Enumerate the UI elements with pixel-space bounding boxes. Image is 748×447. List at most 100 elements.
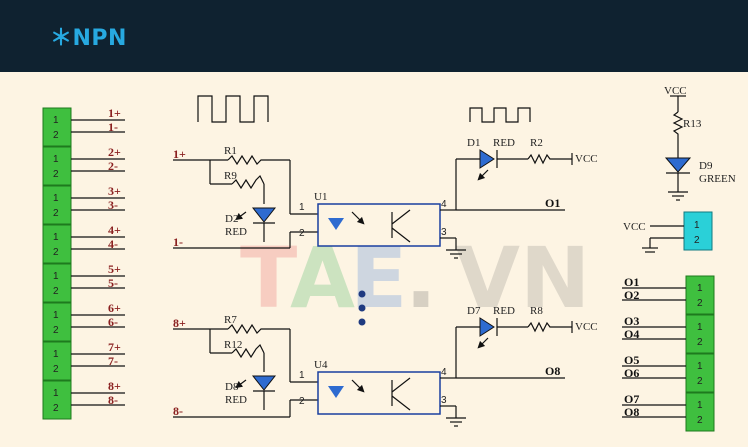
led-symbol: [251, 375, 277, 391]
output-resistor-label: R8: [530, 305, 543, 317]
resistor-label: R1: [224, 145, 237, 157]
resistor-label: R13: [683, 118, 702, 130]
pin-label: O2: [624, 288, 639, 302]
input-minus-label: 8-: [173, 404, 183, 418]
pin-num: 1: [53, 154, 59, 165]
left-connector-column: 1 2 1+ 1- 1 2 2+ 2- 1 2 3+ 3- 1 2: [42, 106, 125, 420]
pin-num: 1: [53, 232, 59, 243]
right-connector: 1 2 O7 O8: [622, 392, 715, 432]
pin-num: 1: [53, 193, 59, 204]
pin-num: 2: [694, 235, 700, 246]
left-connector: 1 2 6+ 6-: [42, 301, 125, 342]
pin-num: 1: [697, 322, 703, 333]
resistor-symbol: [527, 321, 572, 333]
led-color-label: GREEN: [699, 173, 736, 185]
pin-label: 7+: [108, 340, 121, 354]
resistor-label: R7: [224, 314, 237, 326]
left-connector: 1 2 7+ 7-: [42, 340, 125, 381]
pin-num: 1: [299, 202, 305, 213]
pin-num: 1: [697, 400, 703, 411]
led-color-label: RED: [225, 226, 247, 238]
right-connector: 1 2 O5 O6: [622, 353, 715, 393]
channel-8-circuit: 8+ 8- R7 R12 D8 RED 1 2 U4 4 3 O8: [173, 305, 598, 427]
resistor-symbol: [527, 153, 572, 165]
resistor-symbol: [231, 343, 265, 359]
pin-num: 2: [53, 208, 59, 219]
input-plus-label: 8+: [173, 316, 186, 330]
pin-num: 2: [53, 286, 59, 297]
pin-label: 4+: [108, 223, 121, 237]
left-connector: 1 2 3+ 3-: [42, 184, 125, 225]
led-symbol: [251, 207, 277, 223]
resistor-symbol: [227, 154, 290, 166]
pin-label: O6: [624, 366, 639, 380]
resistor-symbol: [227, 323, 290, 335]
pin-num: 2: [53, 247, 59, 258]
power-led-symbol: [664, 157, 692, 173]
output-led-color: RED: [493, 305, 515, 317]
pin-num: 1: [697, 361, 703, 372]
opto-box: [317, 203, 441, 247]
conn-vcc-label: VCC: [623, 221, 646, 233]
output-label: O8: [545, 364, 560, 378]
pin-label: 4-: [108, 237, 118, 251]
output-resistor-label: R2: [530, 137, 543, 149]
schematic-diagram: T A E . VN 1 2 1+ 1- 1 2 2+ 2- 1 2: [42, 85, 736, 432]
pin-num: 3: [441, 227, 447, 238]
pin-label: 8-: [108, 393, 118, 407]
pin-label: O5: [624, 353, 639, 367]
left-connector: 1 2 1+ 1-: [42, 106, 125, 147]
pin-label: 2-: [108, 159, 118, 173]
right-connector-column: 1 2 O1 O2 1 2 O3 O4 1 2 O5 O6 1 2 O7: [622, 275, 715, 432]
pin-label: O4: [624, 327, 639, 341]
pin-num: 2: [53, 169, 59, 180]
vcc-label: VCC: [575, 321, 598, 333]
pin-num: 2: [53, 130, 59, 141]
resistor-symbol: [672, 111, 684, 152]
ellipsis-dot: [358, 304, 366, 312]
pin-label: 1+: [108, 106, 121, 120]
output-led-symbol: [479, 149, 495, 169]
pin-label: O3: [624, 314, 639, 328]
output-led-symbol: [479, 317, 495, 337]
opto-box: [317, 371, 441, 415]
watermark-dot: .: [405, 229, 437, 327]
pin-num: 3: [441, 395, 447, 406]
watermark-e: E: [350, 229, 407, 327]
pin-num: 1: [53, 388, 59, 399]
input-plus-label: 1+: [173, 147, 186, 161]
resistor-symbol: [231, 174, 265, 190]
power-connector: [683, 211, 713, 251]
ellipsis-dot: [358, 290, 366, 298]
pin-label: 3-: [108, 198, 118, 212]
page-title: ＊NPN: [50, 26, 127, 51]
pin-num: 1: [697, 283, 703, 294]
ellipsis-dot: [358, 318, 366, 326]
watermark-t: T: [240, 229, 297, 327]
pin-label: O1: [624, 275, 639, 289]
output-led-label: D7: [467, 305, 481, 317]
led-label: D2: [225, 213, 238, 225]
led-color-label: RED: [225, 394, 247, 406]
pin-label: O7: [624, 392, 639, 406]
output-label: O1: [545, 196, 560, 210]
led-label: D8: [225, 381, 239, 393]
pin-label: 8+: [108, 379, 121, 393]
pin-num: 2: [299, 228, 305, 239]
left-connector: 1 2 5+ 5-: [42, 262, 125, 303]
pin-num: 4: [441, 199, 447, 210]
channel-1-circuit: 1+ 1- R1 R9 D2 RED 1 2 U1 4 3 O1: [173, 137, 598, 259]
opto-led: [328, 218, 344, 230]
input-minus-label: 1-: [173, 235, 183, 249]
pin-num: 1: [53, 310, 59, 321]
left-connector: 1 2 2+ 2-: [42, 145, 125, 186]
pin-num: 1: [694, 220, 700, 231]
pin-label: 5-: [108, 276, 118, 290]
opto-led: [328, 386, 344, 398]
pin-label: 1-: [108, 120, 118, 134]
vcc-label: VCC: [575, 153, 598, 165]
pin-label: 5+: [108, 262, 121, 276]
pin-label: O8: [624, 405, 639, 419]
opto-label: U4: [314, 359, 328, 371]
pin-label: 6+: [108, 301, 121, 315]
